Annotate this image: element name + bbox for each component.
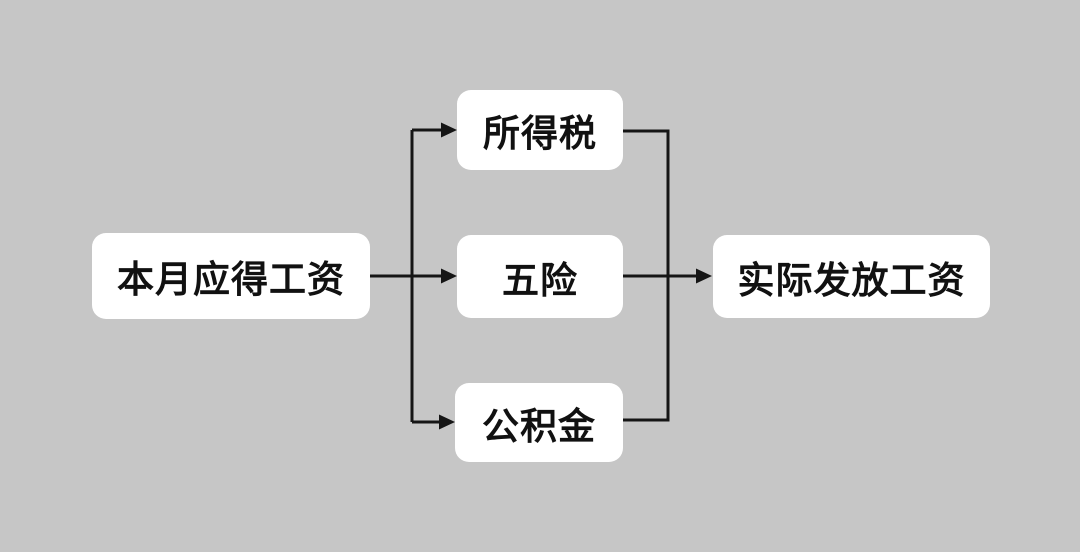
node-actual-paid-salary: 实际发放工资 (713, 235, 990, 318)
node-monthly-gross-salary: 本月应得工资 (92, 233, 370, 319)
node-monthly-gross-salary-label: 本月应得工资 (117, 259, 345, 300)
node-five-insurances-label: 五险 (502, 259, 578, 301)
node-five-insurances: 五险 (457, 235, 623, 318)
node-actual-paid-salary-label: 实际发放工资 (737, 259, 966, 301)
node-housing-fund-label: 公积金 (482, 405, 596, 447)
node-income-tax-label: 所得税 (483, 113, 597, 154)
node-housing-fund: 公积金 (455, 383, 623, 462)
node-income-tax: 所得税 (457, 90, 623, 170)
